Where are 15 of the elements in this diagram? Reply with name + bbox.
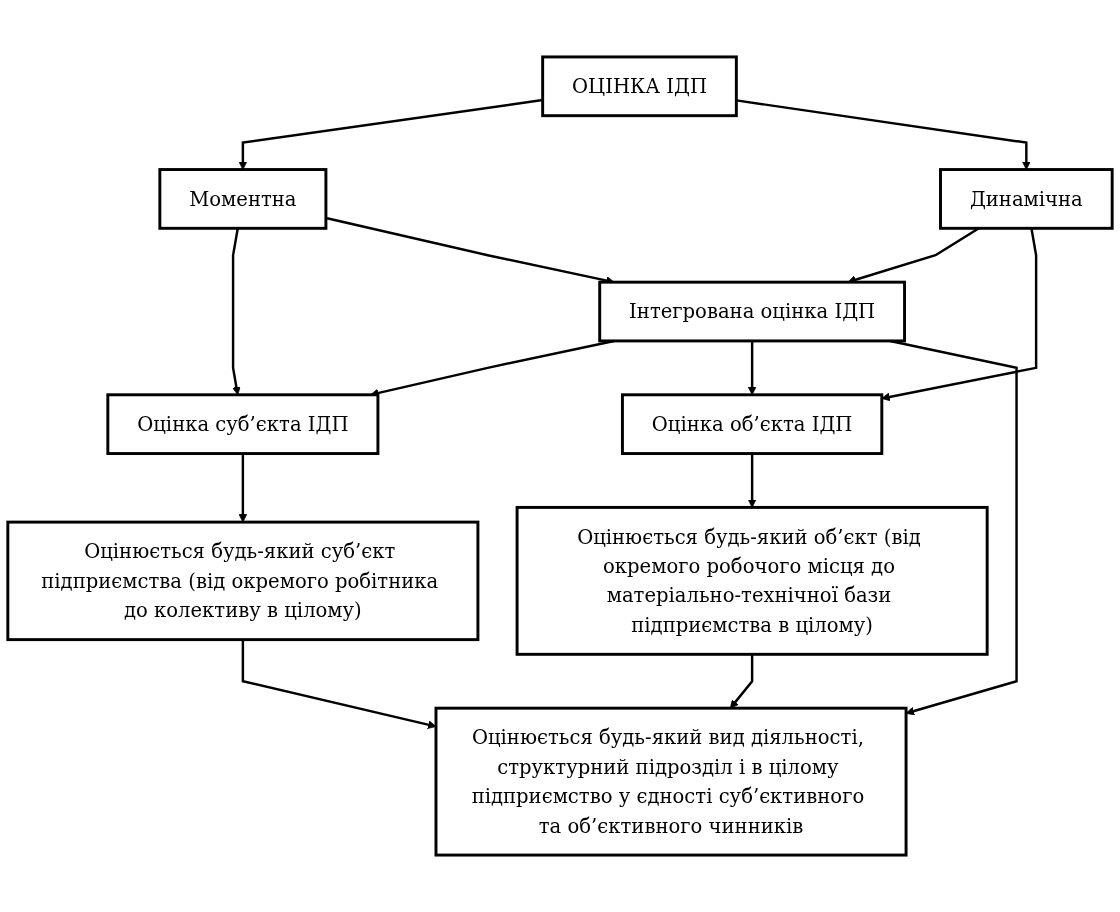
node-box: Динамічна bbox=[939, 168, 1114, 230]
arrow bbox=[238, 98, 543, 170]
arrow bbox=[238, 453, 248, 523]
node-box: ОЦІНКА ІДП bbox=[541, 55, 738, 118]
node-box: Інтегрована оцінка ІДП bbox=[598, 280, 906, 343]
node-box: Оцінка об’єкта ІДП bbox=[620, 393, 884, 456]
node-box: Оцінюється будь-який вид діяльності, структурний підрозділ і в цілому підприємство у єдності суб’єктивного та об’єктивного чинників bbox=[434, 706, 908, 857]
node-box: Оцінюється будь-який суб’єкт підприємства (від окремого робітника до колективу в цілому) bbox=[6, 520, 480, 642]
node-box: Моментна bbox=[158, 168, 328, 230]
arrow bbox=[747, 453, 757, 508]
arrow bbox=[729, 654, 754, 709]
arrow bbox=[881, 228, 1038, 402]
node-box: Оцінка суб’єкта ІДП bbox=[106, 393, 380, 456]
node-box: Оцінюється будь-який об’єкт (від окремого робочого місця до матеріально-технічної бази підприємства в цілому) bbox=[515, 505, 989, 656]
arrow bbox=[736, 99, 1031, 170]
